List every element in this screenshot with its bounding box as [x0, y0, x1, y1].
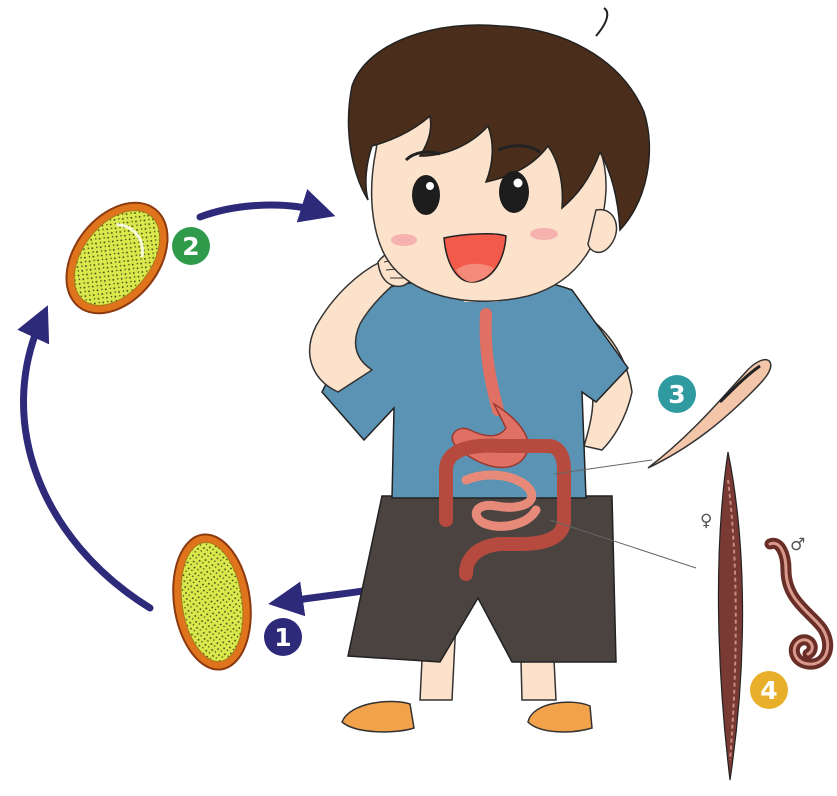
stage-3-number: 3 [668, 380, 685, 409]
stage-1-egg [165, 529, 259, 674]
left-eye [412, 175, 440, 215]
stage-4-number: 4 [760, 676, 777, 705]
child-figure [310, 8, 650, 732]
right-shoe [528, 702, 592, 732]
stage-3-larva [648, 360, 771, 468]
female-symbol: ♀ [700, 511, 712, 531]
stage-2-number: 2 [182, 232, 199, 261]
left-shoe [342, 701, 414, 731]
stage-4-badge: 4 [750, 671, 788, 709]
stage-3-badge: 3 [658, 375, 696, 413]
stage-2-egg [46, 183, 189, 332]
stage-4-male-worm [770, 543, 828, 664]
stage-2-badge: 2 [172, 227, 210, 265]
stage-4-female-worm [718, 452, 742, 780]
stage-1-badge: 1 [264, 618, 302, 656]
arrow-egg2-to-mouth [200, 205, 322, 217]
right-eye [499, 171, 529, 213]
stage-1-number: 1 [274, 623, 291, 652]
male-symbol: ♂ [790, 535, 805, 555]
arrow-egg1-to-egg2 [24, 318, 150, 608]
